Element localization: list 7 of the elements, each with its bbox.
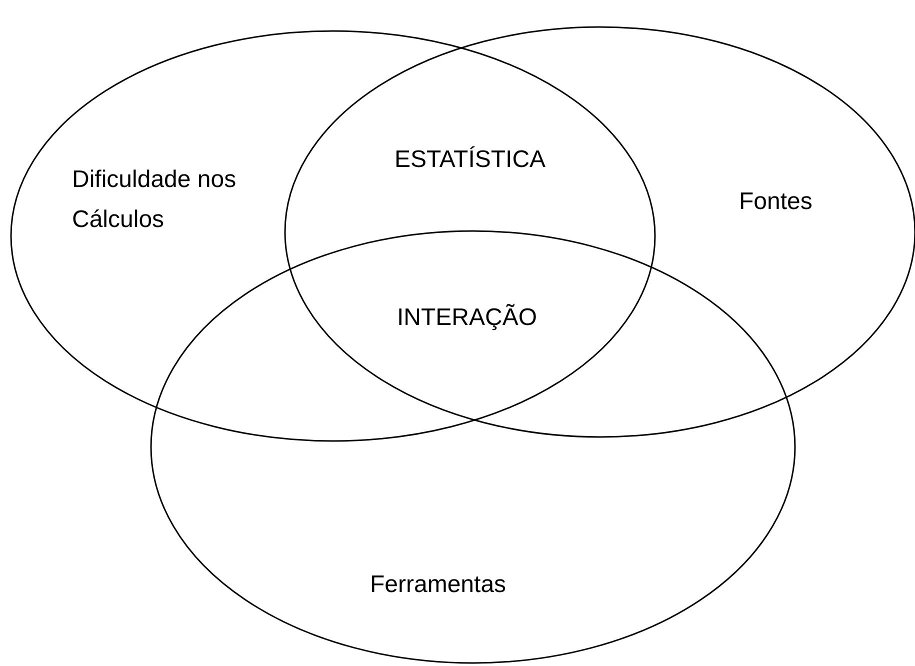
set-label: Fontes — [739, 187, 814, 217]
set-ellipse — [10, 30, 656, 442]
overlap-label: INTERAÇÃO — [397, 304, 537, 332]
set-label: Dificuldade nos Cálculos — [72, 165, 238, 235]
set-ellipse — [150, 230, 796, 664]
set-label: Ferramentas — [370, 570, 508, 600]
overlap-label: ESTATÍSTICA — [394, 146, 546, 174]
